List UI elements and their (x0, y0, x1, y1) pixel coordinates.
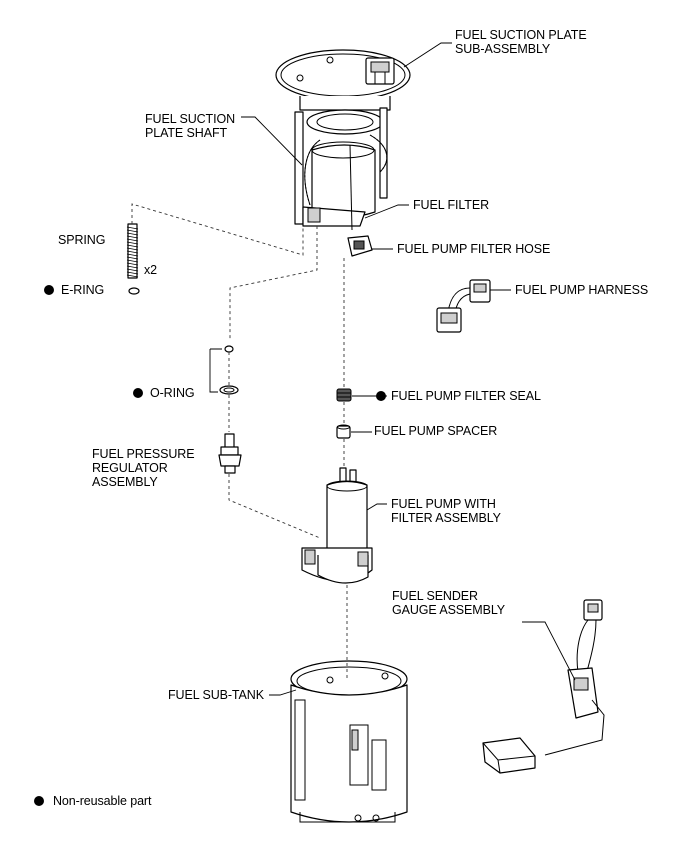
fuel-pump-with-filter-drawing (301, 467, 373, 584)
label-fuel-pump-with-filter-assembly: FUEL PUMP WITH FILTER ASSEMBLY (391, 497, 501, 525)
label-fuel-pump-filter-seal: FUEL PUMP FILTER SEAL (391, 389, 541, 403)
label-fuel-pressure-regulator-assembly: FUEL PRESSURE REGULATOR ASSEMBLY (92, 447, 195, 489)
spring-drawing (126, 223, 139, 279)
label-fuel-filter: FUEL FILTER (413, 198, 489, 212)
fuel-suction-plate-subassembly-drawing (275, 49, 411, 231)
label-fuel-pump-spacer: FUEL PUMP SPACER (374, 424, 498, 438)
non-reusable-marker-e-ring (44, 285, 54, 295)
fuel-pump-filter-seal-drawing (336, 388, 352, 402)
legend-non-reusable-label: Non-reusable part (53, 794, 152, 808)
fuel-pump-spacer-drawing (336, 424, 351, 439)
label-fuel-suction-plate-shaft: FUEL SUCTION PLATE SHAFT (145, 112, 236, 140)
label-fuel-sub-tank: FUEL SUB-TANK (168, 688, 264, 702)
label-fuel-pump-harness: FUEL PUMP HARNESS (515, 283, 649, 297)
label-spring-quantity: x2 (144, 263, 158, 277)
fuel-pump-filter-hose-drawing (347, 235, 373, 257)
label-fuel-sender-gauge-assembly: FUEL SENDER GAUGE ASSEMBLY (392, 589, 505, 617)
label-fuel-pump-filter-hose: FUEL PUMP FILTER HOSE (397, 242, 551, 256)
fuel-pump-harness-drawing (436, 279, 491, 333)
assembly-dashed-lines (131, 203, 348, 680)
fuel-sub-tank-drawing (290, 660, 408, 823)
non-reusable-marker-filter-seal (376, 391, 386, 401)
label-o-ring: O-RING (150, 386, 195, 400)
fuel-pressure-regulator-drawing (218, 433, 242, 474)
o-ring-drawing (209, 345, 239, 395)
e-ring-drawing (128, 287, 140, 295)
legend-non-reusable-marker (34, 796, 44, 806)
fuel-sender-gauge-drawing (482, 599, 605, 774)
label-spring: SPRING (58, 233, 106, 247)
label-e-ring: E-RING (61, 283, 105, 297)
label-fuel-suction-plate-subassembly: FUEL SUCTION PLATE SUB-ASSEMBLY (455, 28, 587, 56)
non-reusable-marker-o-ring (133, 388, 143, 398)
